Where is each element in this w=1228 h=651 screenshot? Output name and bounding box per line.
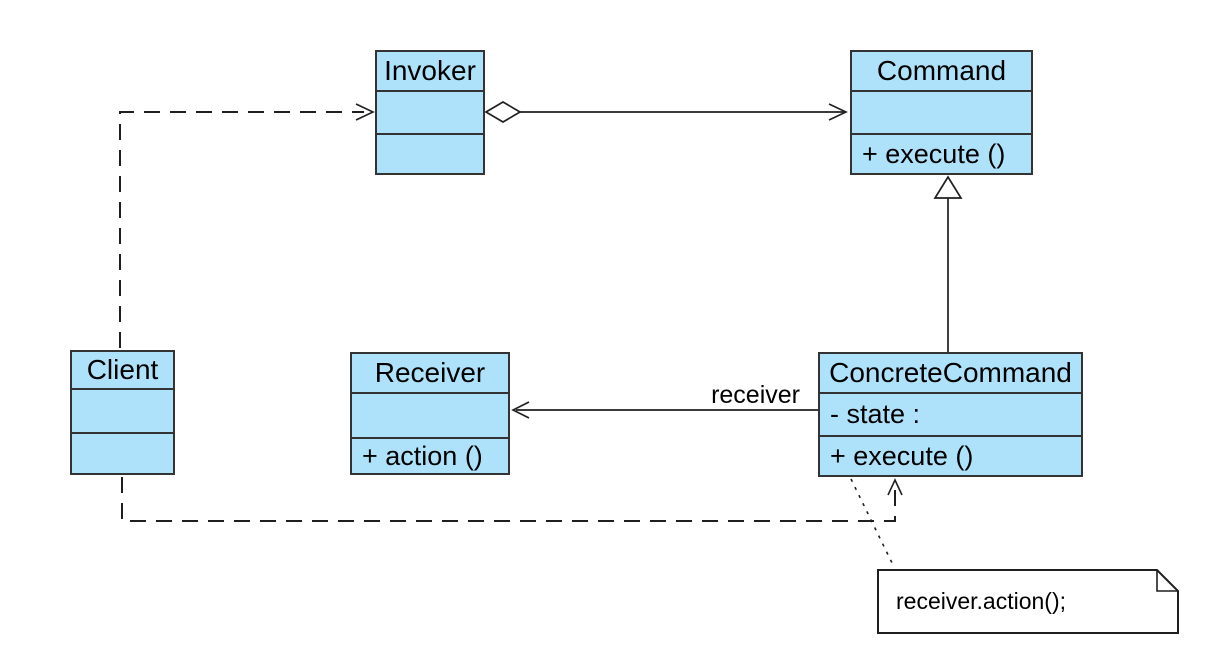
attributes-compartment-invoker [377,92,483,135]
attributes-compartment-command [852,92,1031,135]
class-box-receiver: Receiver + action () [350,352,510,475]
operations-compartment-receiver: + action () [362,440,483,471]
class-box-client: Client [70,350,175,475]
class-box-command: Command + execute () [850,50,1033,175]
operations-compartment-command: + execute () [862,138,1006,169]
dependency-line-client-to-invoker [119,111,364,348]
open-arrowhead-at-invoker-icon [355,103,375,121]
generalization-triangle-icon [933,175,963,199]
class-name-command: Command [852,52,1031,92]
open-arrowhead-at-concretecommand-icon [887,478,903,496]
operations-compartment-client [72,434,173,473]
note-shape [877,569,1179,634]
note-anchor-line [850,478,895,568]
operations-compartment-invoker [377,135,483,173]
dependency-line-client-to-concretecommand [121,477,896,522]
aggregation-diamond-icon [484,101,522,123]
class-box-concrete-command: ConcreteCommand - state : + execute () [818,352,1083,477]
attributes-compartment-concrete-command: - state : [820,394,1081,437]
association-role-label-receiver: receiver [711,381,800,409]
class-name-client: Client [72,352,173,390]
operations-compartment-concrete-command: + execute () [830,440,974,471]
class-name-receiver: Receiver [352,354,508,394]
open-arrowhead-at-receiver-icon [511,401,530,419]
class-name-invoker: Invoker [377,52,483,92]
class-box-invoker: Invoker [375,50,485,175]
open-arrowhead-at-command-icon [828,103,848,121]
note-fold-corner-icon [1156,570,1178,592]
class-name-concrete-command: ConcreteCommand [820,354,1081,394]
attributes-compartment-client [72,390,173,434]
note-text: receiver.action(); [896,588,1067,614]
attributes-compartment-receiver [352,394,508,439]
